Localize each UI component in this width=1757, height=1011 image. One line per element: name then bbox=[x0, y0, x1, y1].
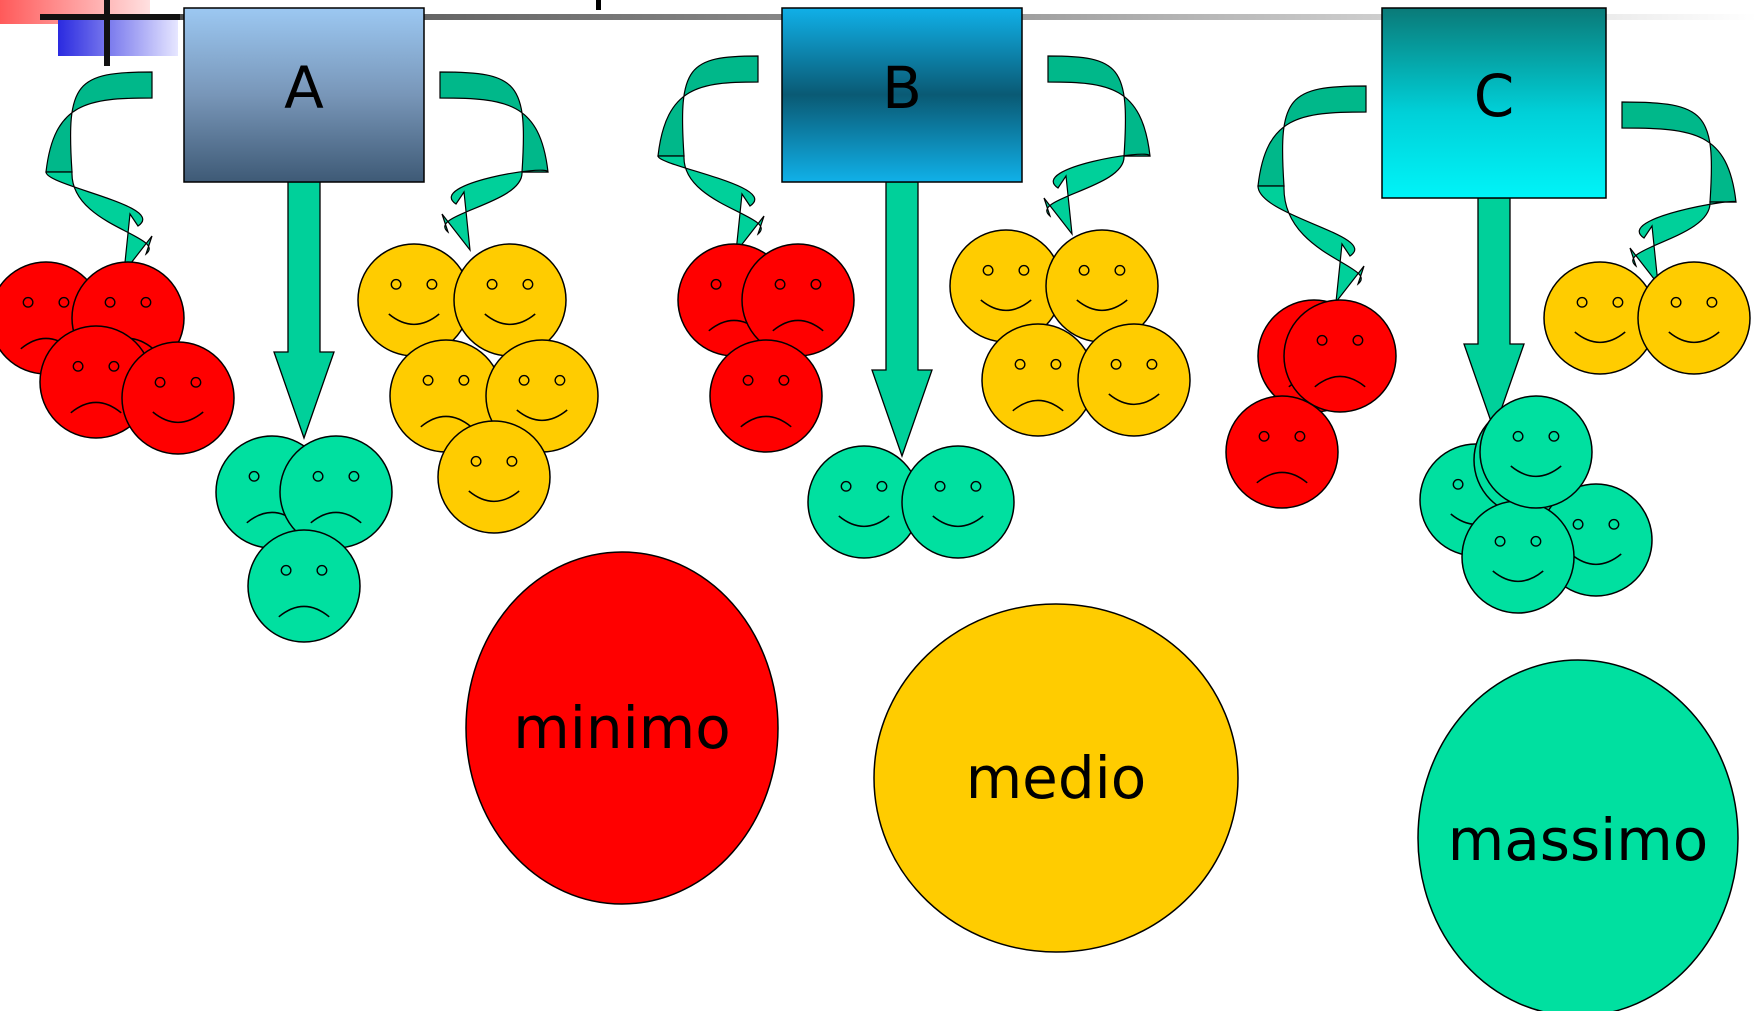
group-b-down-arrow-icon bbox=[871, 181, 933, 458]
group-b: B bbox=[657, 7, 1191, 559]
level-massimo: massimo bbox=[1417, 659, 1739, 1011]
group-c-green-cluster bbox=[1419, 395, 1653, 614]
group-b-green-2-smiley-face-icon bbox=[901, 445, 1015, 559]
group-a-yellow-1-smiley-face-icon bbox=[357, 243, 471, 357]
group-a: A bbox=[0, 7, 599, 643]
group-a-yellow-5-smiley-face-icon bbox=[437, 420, 551, 534]
group-c-yellow-2-smiley-face-icon bbox=[1637, 261, 1751, 375]
group-a-yellow-2-smiley-face-icon bbox=[453, 243, 567, 357]
group-a-yellow-cluster bbox=[357, 243, 599, 534]
group-c-right-curved-arrow-icon bbox=[1621, 101, 1737, 287]
group-c-label: C bbox=[1474, 62, 1515, 130]
group-b-red-2-frowning-face-icon bbox=[741, 243, 855, 357]
group-c-red-3-frowning-face-icon bbox=[1225, 395, 1339, 509]
group-b-label: B bbox=[882, 54, 922, 122]
group-c-red-2-frowning-face-icon bbox=[1283, 299, 1397, 413]
group-c-down-arrow-icon bbox=[1463, 197, 1525, 432]
logo-cross-vertical bbox=[104, 0, 110, 66]
group-b-red-cluster bbox=[677, 243, 855, 453]
group-b-yellow-cluster bbox=[949, 229, 1191, 437]
group-c: C bbox=[1225, 7, 1751, 614]
group-b-right-curved-arrow-icon bbox=[1043, 55, 1151, 237]
group-a-red-4-smiley-face-icon bbox=[121, 341, 235, 455]
group-a-green-cluster bbox=[215, 435, 393, 643]
group-c-green-5-smiley-face-icon bbox=[1479, 395, 1593, 509]
group-a-down-arrow-icon bbox=[273, 181, 335, 440]
group-a-box: A bbox=[183, 7, 425, 183]
group-a-green-3-frowning-face-icon bbox=[247, 529, 361, 643]
group-a-left-curved-arrow-icon bbox=[45, 71, 153, 275]
group-a-right-curved-arrow-icon bbox=[439, 71, 549, 253]
group-c-box: C bbox=[1381, 7, 1607, 199]
logo-blue-block bbox=[58, 16, 178, 56]
level-label: medio bbox=[966, 744, 1147, 812]
group-a-label: A bbox=[284, 54, 324, 122]
level-label: massimo bbox=[1448, 806, 1709, 874]
level-minimo: minimo bbox=[465, 551, 779, 905]
logo-cross-horizontal bbox=[40, 14, 180, 20]
group-b-yellow-4-smiley-face-icon bbox=[1077, 323, 1191, 437]
group-c-green-4-smiley-face-icon bbox=[1461, 500, 1575, 614]
group-c-red-cluster bbox=[1225, 299, 1397, 509]
level-label: minimo bbox=[513, 694, 730, 762]
group-b-green-cluster bbox=[807, 445, 1015, 559]
group-b-yellow-3-frowning-face-icon bbox=[981, 323, 1095, 437]
group-c-left-curved-arrow-icon bbox=[1257, 85, 1367, 305]
group-c-yellow-cluster bbox=[1543, 261, 1751, 375]
group-b-red-3-frowning-face-icon bbox=[709, 339, 823, 453]
group-b-box: B bbox=[781, 7, 1023, 183]
group-a-red-cluster bbox=[0, 261, 235, 455]
level-medio: medio bbox=[873, 603, 1239, 953]
title-glyph-fragment bbox=[596, 0, 601, 10]
group-b-left-curved-arrow-icon bbox=[657, 55, 765, 255]
